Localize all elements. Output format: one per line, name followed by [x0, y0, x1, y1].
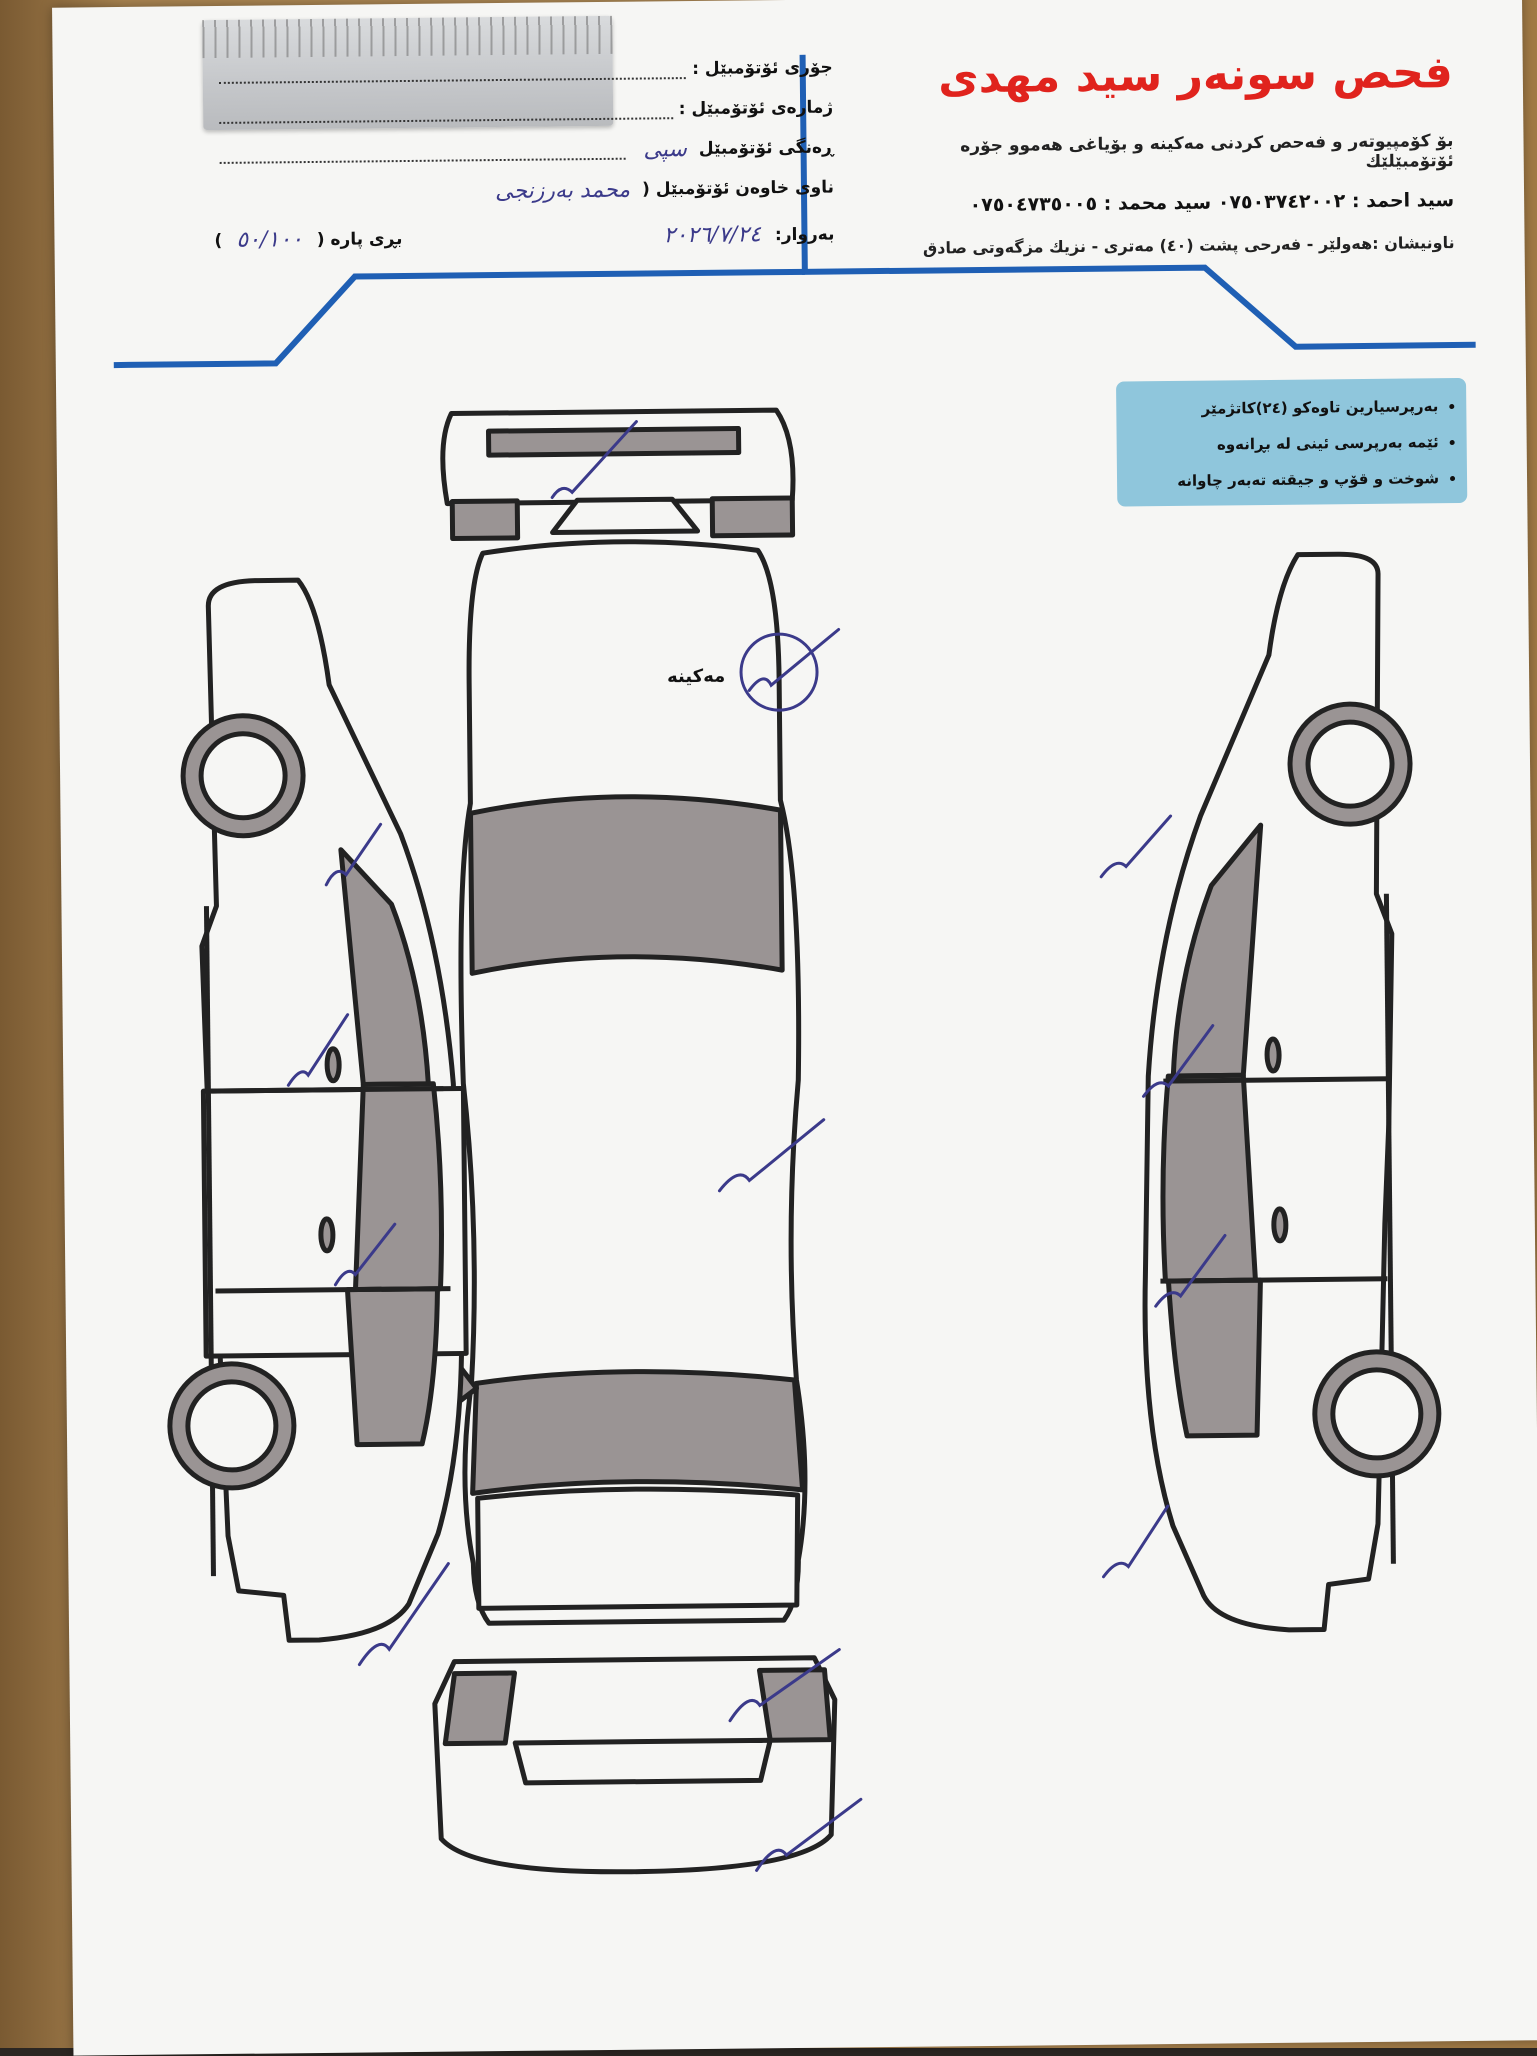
company-header: فحص سونەر سید مهدی بۆ كۆمپيوتەر و فەحص ك…: [873, 45, 1455, 258]
amount-paren: ): [214, 230, 223, 251]
top-view-rear: [432, 1655, 838, 1875]
check-mark: [1142, 1024, 1215, 1098]
field-car-number[interactable]: ژمارەی ئۆتۆمبێل :: [213, 90, 833, 132]
field-car-number-label: ژمارەی ئۆتۆمبێل :: [678, 97, 834, 120]
header-frame-lines: [113, 54, 1476, 369]
field-car-color-label: ڕەنگی ئۆتۆمبێل: [698, 137, 834, 159]
engine-mark-circle: [739, 632, 819, 712]
check-mark: [747, 627, 841, 692]
amount-label: بڕی پارە (: [316, 228, 403, 250]
car-body-diagram: [161, 407, 1442, 1875]
check-mark: [1099, 814, 1173, 879]
inspection-form-paper: فحص سونەر سید مهدی بۆ كۆمپيوتەر و فەحص ك…: [52, 0, 1537, 2056]
check-mark: [550, 420, 638, 499]
company-title: فحص سونەر سید مهدی: [937, 47, 1454, 104]
car-info-fields: جۆری ئۆتۆمبێل : ژمارەی ئۆتۆمبێل : ڕەنگی …: [213, 50, 835, 216]
date-value[interactable]: ٢٠٢٦/٧/٢٤: [663, 222, 762, 249]
field-car-type[interactable]: جۆری ئۆتۆمبێل :: [213, 50, 833, 92]
check-mark: [324, 822, 383, 887]
check-mark: [333, 1222, 397, 1287]
check-mark: [728, 1648, 841, 1723]
field-owner-label: ناوی خاوەن ئۆتۆمبێل (: [642, 177, 835, 200]
field-car-color[interactable]: ڕەنگی ئۆتۆمبێل سپی: [213, 130, 834, 172]
engine-label: مەكينە: [666, 665, 726, 688]
check-mark: [717, 1118, 826, 1193]
inspection-check-marks: [286, 420, 1227, 1872]
left-side-view[interactable]: [161, 577, 469, 1643]
field-car-type-label: جۆری ئۆتۆمبێل :: [692, 57, 833, 79]
field-car-color-value: سپی: [643, 136, 688, 163]
field-car-type-line: [218, 59, 687, 84]
company-subtitle: بۆ كۆمپيوتەر و فەحص كردنی مەكينە و بۆياغ…: [960, 131, 1454, 172]
date-label: بەروار:: [774, 224, 835, 245]
check-mark: [286, 1013, 350, 1087]
check-mark: [755, 1797, 863, 1872]
right-side-view[interactable]: [1137, 551, 1442, 1633]
company-phones: سيد احمد : ٠٧٥٠٣٧٤٢٠٠٢ سيد محمد : ٠٧٥٠٤٧…: [969, 189, 1455, 217]
top-view-body[interactable]: [448, 539, 808, 1626]
top-view-front: [440, 407, 796, 542]
amount-value[interactable]: ٥٠/١٠٠: [236, 227, 303, 253]
field-owner-value: محمد بەرزنجی: [494, 177, 631, 204]
field-car-number-line: [219, 99, 673, 124]
field-car-color-line: [219, 139, 626, 164]
field-owner[interactable]: ناوی خاوەن ئۆتۆمبێل ( محمد بەرزنجی: [214, 170, 834, 212]
check-mark: [1102, 1504, 1170, 1579]
field-owner-line: [220, 181, 477, 204]
check-mark: [1154, 1233, 1227, 1308]
check-mark: [357, 1562, 450, 1667]
